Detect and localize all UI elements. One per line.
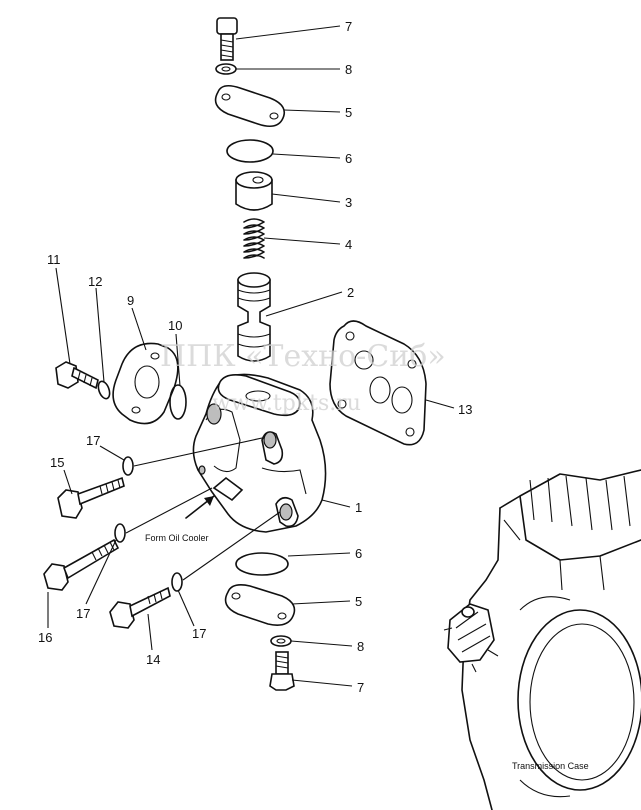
spool-valve [237,272,271,362]
callout-17-c: 17 [192,626,206,641]
callout-17-b: 17 [76,606,90,621]
callout-7-bottom: 7 [357,680,364,695]
flow-arrow [185,495,215,519]
washer-17-a [122,456,134,476]
bolt-top [216,17,238,61]
callout-17-a: 17 [86,433,100,448]
callout-11: 11 [47,252,61,267]
callout-4: 4 [345,237,352,252]
washer-top [215,63,237,75]
callout-8-top: 8 [345,62,352,77]
gasket-13 [329,320,427,446]
callout-10: 10 [168,318,182,333]
o-ring-top [226,139,274,163]
valve-body [192,373,327,533]
callout-9: 9 [127,293,134,308]
callout-2: 2 [347,285,354,300]
cover-plate-top [214,84,286,128]
callout-6-top: 6 [345,151,352,166]
callout-7-top: 7 [345,19,352,34]
callout-12: 12 [88,274,102,289]
transmission-case [443,469,641,810]
spring [243,218,265,259]
oil-cooler-note: Form Oil Cooler [145,533,209,543]
bolt-14 [109,586,171,629]
transmission-case-note: Transmission Case [512,761,589,771]
callout-5-top: 5 [345,105,352,120]
washer-17-c [171,572,183,592]
callout-16: 16 [38,630,52,645]
leader-lines [47,25,455,687]
bolt-16 [43,538,120,591]
callout-14: 14 [146,652,160,667]
bolt-bottom [269,651,295,691]
o-ring-bottom [235,552,289,576]
watermark-company: ППК «Техно-Сиб» [160,339,446,374]
cover-plate-bottom [224,584,296,626]
callout-6-bottom: 6 [355,546,362,561]
watermark-url: www.tpkts.ru [212,391,361,416]
washer-17-b [114,523,126,543]
callout-8-bottom: 8 [357,639,364,654]
callout-5-bottom: 5 [355,594,362,609]
callout-3: 3 [345,195,352,210]
o-ring-10 [169,384,187,420]
bolt-11 [55,361,99,390]
callout-labels: 7 8 5 6 3 4 2 1 13 6 5 8 7 11 12 9 10 17… [38,19,472,695]
washer-12 [97,380,111,400]
spool-cap [235,171,273,211]
flange-9 [112,342,179,425]
callout-15: 15 [50,455,64,470]
bolt-15 [57,476,125,519]
washer-bottom [270,635,292,647]
callout-13: 13 [458,402,472,417]
callout-1: 1 [355,500,362,515]
